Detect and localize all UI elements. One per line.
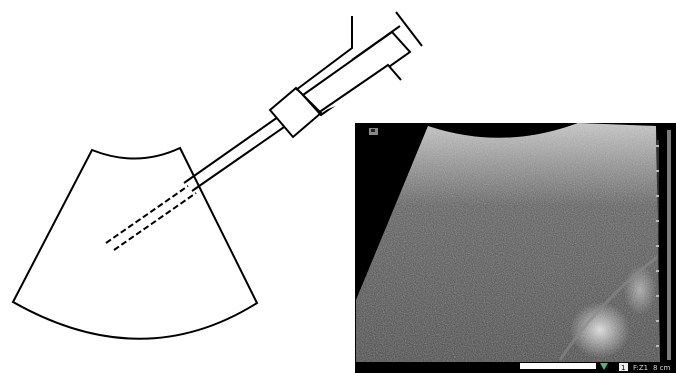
- ultrasound-image: 1 F:Z1 8 cm: [355, 120, 676, 373]
- gray-bar: [667, 130, 671, 360]
- frame-label: F:Z1: [633, 364, 648, 372]
- plunger-rod: [352, 26, 400, 60]
- depth-label: 8 cm: [653, 364, 671, 372]
- syringe-hub: [270, 88, 321, 137]
- needle-path-dashed: [106, 186, 196, 250]
- marker-label: 1: [621, 364, 625, 372]
- probe-sector-outline: [13, 148, 257, 339]
- syringe-flange-upper: [296, 16, 352, 90]
- syringe-flange-lower: [318, 65, 401, 113]
- camera-icon: [369, 128, 378, 135]
- needle-guide: [184, 117, 287, 191]
- bottom-bar: [520, 363, 596, 369]
- syringe: [270, 12, 422, 137]
